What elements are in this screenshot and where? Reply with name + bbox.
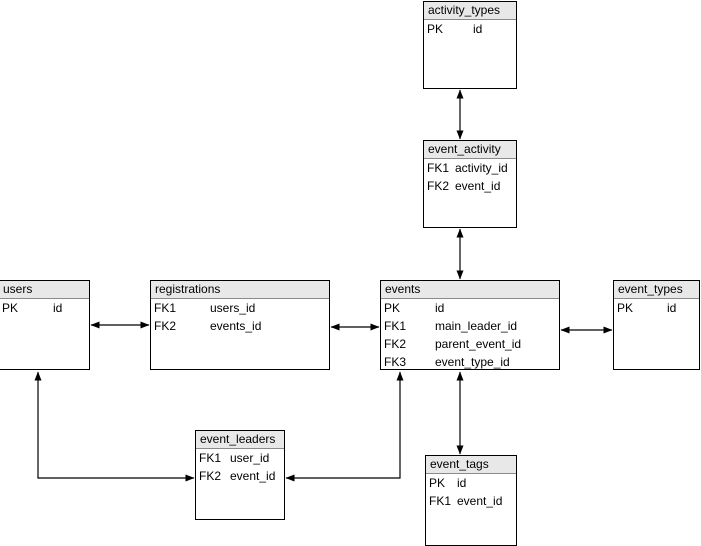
table-row: FK1 activity_id [424, 159, 516, 177]
row-key-label: FK1 [429, 494, 452, 508]
table-row: FK1 user_id [196, 449, 284, 467]
row-attr-name: event_id [455, 179, 501, 193]
edge-users-event-leaders [34, 371, 195, 482]
table-event-activity[interactable]: event_activity FK1 activity_id FK2 event_i… [423, 140, 517, 228]
row-key-label: PK [2, 301, 19, 315]
table-event-types[interactable]: event_types PK id [613, 280, 700, 370]
table-row: FK1 event_id [426, 492, 516, 510]
table-event-leaders[interactable]: event_leaders FK1 user_id FK2 event_id [195, 430, 285, 520]
table-registrations[interactable]: registrations FK1 users_id FK2 events_id [150, 280, 330, 370]
row-attr-name: event_type_id [435, 355, 510, 369]
table-activity-types[interactable]: activity_types PK id [423, 1, 517, 89]
table-row: FK2 event_id [424, 177, 516, 195]
table-row: PK id [426, 474, 516, 492]
row-attr-name: activity_id [455, 161, 508, 175]
row-key-label: FK1 [384, 319, 407, 333]
table-row: PK id [424, 20, 516, 38]
row-key-label: FK1 [199, 451, 222, 465]
table-header: registrations [151, 281, 329, 299]
row-key-label: FK2 [384, 337, 407, 351]
table-users[interactable]: users PK id [0, 280, 90, 370]
row-attr-name: event_id [230, 469, 276, 483]
table-row: FK2 event_id [196, 467, 284, 485]
row-attr-name: id [53, 301, 63, 315]
row-key-label: PK [429, 476, 446, 490]
row-attr-name: id [667, 301, 677, 315]
row-key-label: PK [427, 22, 444, 36]
edge-events-event-leaders [285, 371, 404, 482]
table-events[interactable]: events PK id FK1 main_leader_id FK2 parent_… [380, 280, 560, 370]
table-row: FK1 users_id [151, 299, 329, 317]
row-key-label: FK1 [427, 161, 450, 175]
table-event-tags[interactable]: event_tags PK id FK1 event_id [425, 455, 517, 546]
row-attr-name: events_id [210, 319, 262, 333]
table-header: event_tags [426, 456, 516, 474]
row-attr-name: id [435, 301, 445, 315]
row-attr-name: users_id [210, 301, 256, 315]
row-key-label: FK1 [154, 301, 177, 315]
table-header: event_types [614, 281, 699, 299]
table-row: FK3 event_type_id [381, 353, 559, 371]
row-attr-name: id [473, 22, 483, 36]
row-attr-name: user_id [230, 451, 270, 465]
row-key-label: FK2 [154, 319, 177, 333]
row-key-label: FK3 [384, 355, 407, 369]
row-attr-name: parent_event_id [435, 337, 522, 351]
row-attr-name: id [457, 476, 467, 490]
row-attr-name: main_leader_id [435, 319, 518, 333]
table-header: activity_types [424, 2, 516, 20]
table-row: FK2 events_id [151, 317, 329, 335]
table-row: FK2 parent_event_id [381, 335, 559, 353]
row-key-label: FK2 [199, 469, 222, 483]
row-attr-name: event_id [457, 494, 503, 508]
row-key-label: PK [384, 301, 401, 315]
table-row: PK id [614, 299, 699, 317]
table-row: PK id [0, 299, 89, 317]
table-header: users [0, 281, 89, 299]
table-row: PK id [381, 299, 559, 317]
table-header: event_leaders [196, 431, 284, 449]
table-row: FK1 main_leader_id [381, 317, 559, 335]
row-key-label: PK [617, 301, 634, 315]
table-header: events [381, 281, 559, 299]
table-header: event_activity [424, 141, 516, 159]
row-key-label: FK2 [427, 179, 450, 193]
